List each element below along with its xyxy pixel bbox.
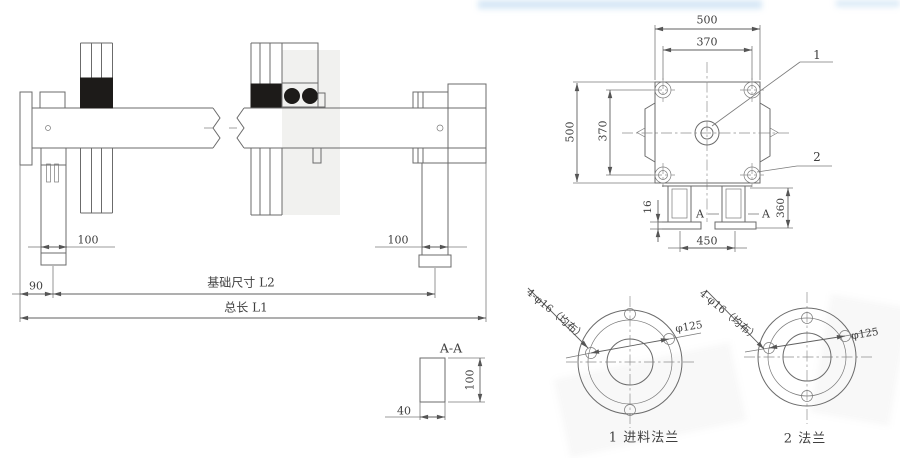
plan-legs	[657, 185, 759, 230]
plan-dim-leg-spacing: 450	[696, 234, 718, 248]
inlet-flange-detail	[527, 287, 702, 428]
bolt-hole	[624, 308, 636, 320]
left-foot-plate	[40, 252, 67, 266]
center-inlet-hole	[694, 120, 720, 146]
outlet-flange-caption: 2 法兰	[783, 431, 827, 447]
outlet-flange-detail	[705, 289, 878, 424]
plan-view	[573, 25, 833, 252]
right-leg	[418, 163, 452, 268]
dim-total-l1: 总长 L1	[224, 300, 268, 315]
break-symbol-right	[236, 107, 245, 149]
corner-bolt-holes	[651, 78, 764, 187]
section-title: A-A	[439, 340, 463, 356]
left-bearing-block	[80, 77, 113, 109]
side-view-dimensions	[12, 163, 487, 322]
top-plate	[654, 81, 761, 184]
dim-right-leg: 100	[387, 233, 409, 247]
coupling-disc-2	[302, 88, 318, 104]
shaded-region	[282, 50, 340, 215]
bolt-hole	[801, 312, 813, 324]
left-shaft-hole	[45, 125, 51, 131]
plan-dim-width-outer: 500	[696, 13, 718, 27]
left-column	[80, 42, 113, 214]
plan-dim-height-bolts: 370	[596, 120, 610, 142]
coupling-disc-1	[284, 88, 300, 104]
balloon-2: 2	[813, 150, 821, 164]
right-end	[412, 83, 487, 164]
right-shaft-hole	[436, 124, 444, 132]
dim-foundation-l2: 基础尺寸 L2	[207, 275, 275, 290]
leader-1	[711, 61, 801, 127]
right-foot-plate	[418, 254, 452, 268]
section-dim-height: 100	[463, 369, 477, 391]
section-mark-right: A	[762, 207, 770, 221]
plan-dimensions	[573, 25, 793, 252]
dim-left-leg: 100	[77, 233, 99, 247]
section-dim-width: 40	[397, 404, 411, 418]
plan-dim-base-plate: 16	[642, 200, 654, 214]
left-leg	[40, 147, 67, 266]
leader-2	[756, 165, 798, 173]
plan-dim-height-outer: 500	[563, 121, 577, 143]
bolt-hole	[624, 404, 636, 416]
balloon-1: 1	[813, 48, 821, 62]
inlet-flange-caption: 1 进料法兰	[608, 430, 680, 446]
bolt-note-leader	[705, 289, 765, 350]
bolt-hole	[801, 390, 813, 402]
break-symbol-left	[212, 107, 221, 149]
section-mark-left: A	[696, 207, 704, 221]
right-end-housing	[447, 83, 487, 164]
gearbox	[281, 42, 319, 108]
middle-bearing-block	[250, 83, 283, 108]
left-top-box	[39, 91, 66, 109]
conveyor-trough	[32, 107, 486, 149]
left-end-plate	[19, 91, 33, 166]
plan-dim-leg: 360	[775, 197, 787, 219]
plan-dim-width-bolts: 370	[696, 35, 718, 49]
section-aa	[385, 357, 485, 420]
dim-left-end: 90	[29, 279, 43, 293]
bolt-note-leader	[527, 287, 589, 349]
middle-column	[250, 42, 326, 216]
